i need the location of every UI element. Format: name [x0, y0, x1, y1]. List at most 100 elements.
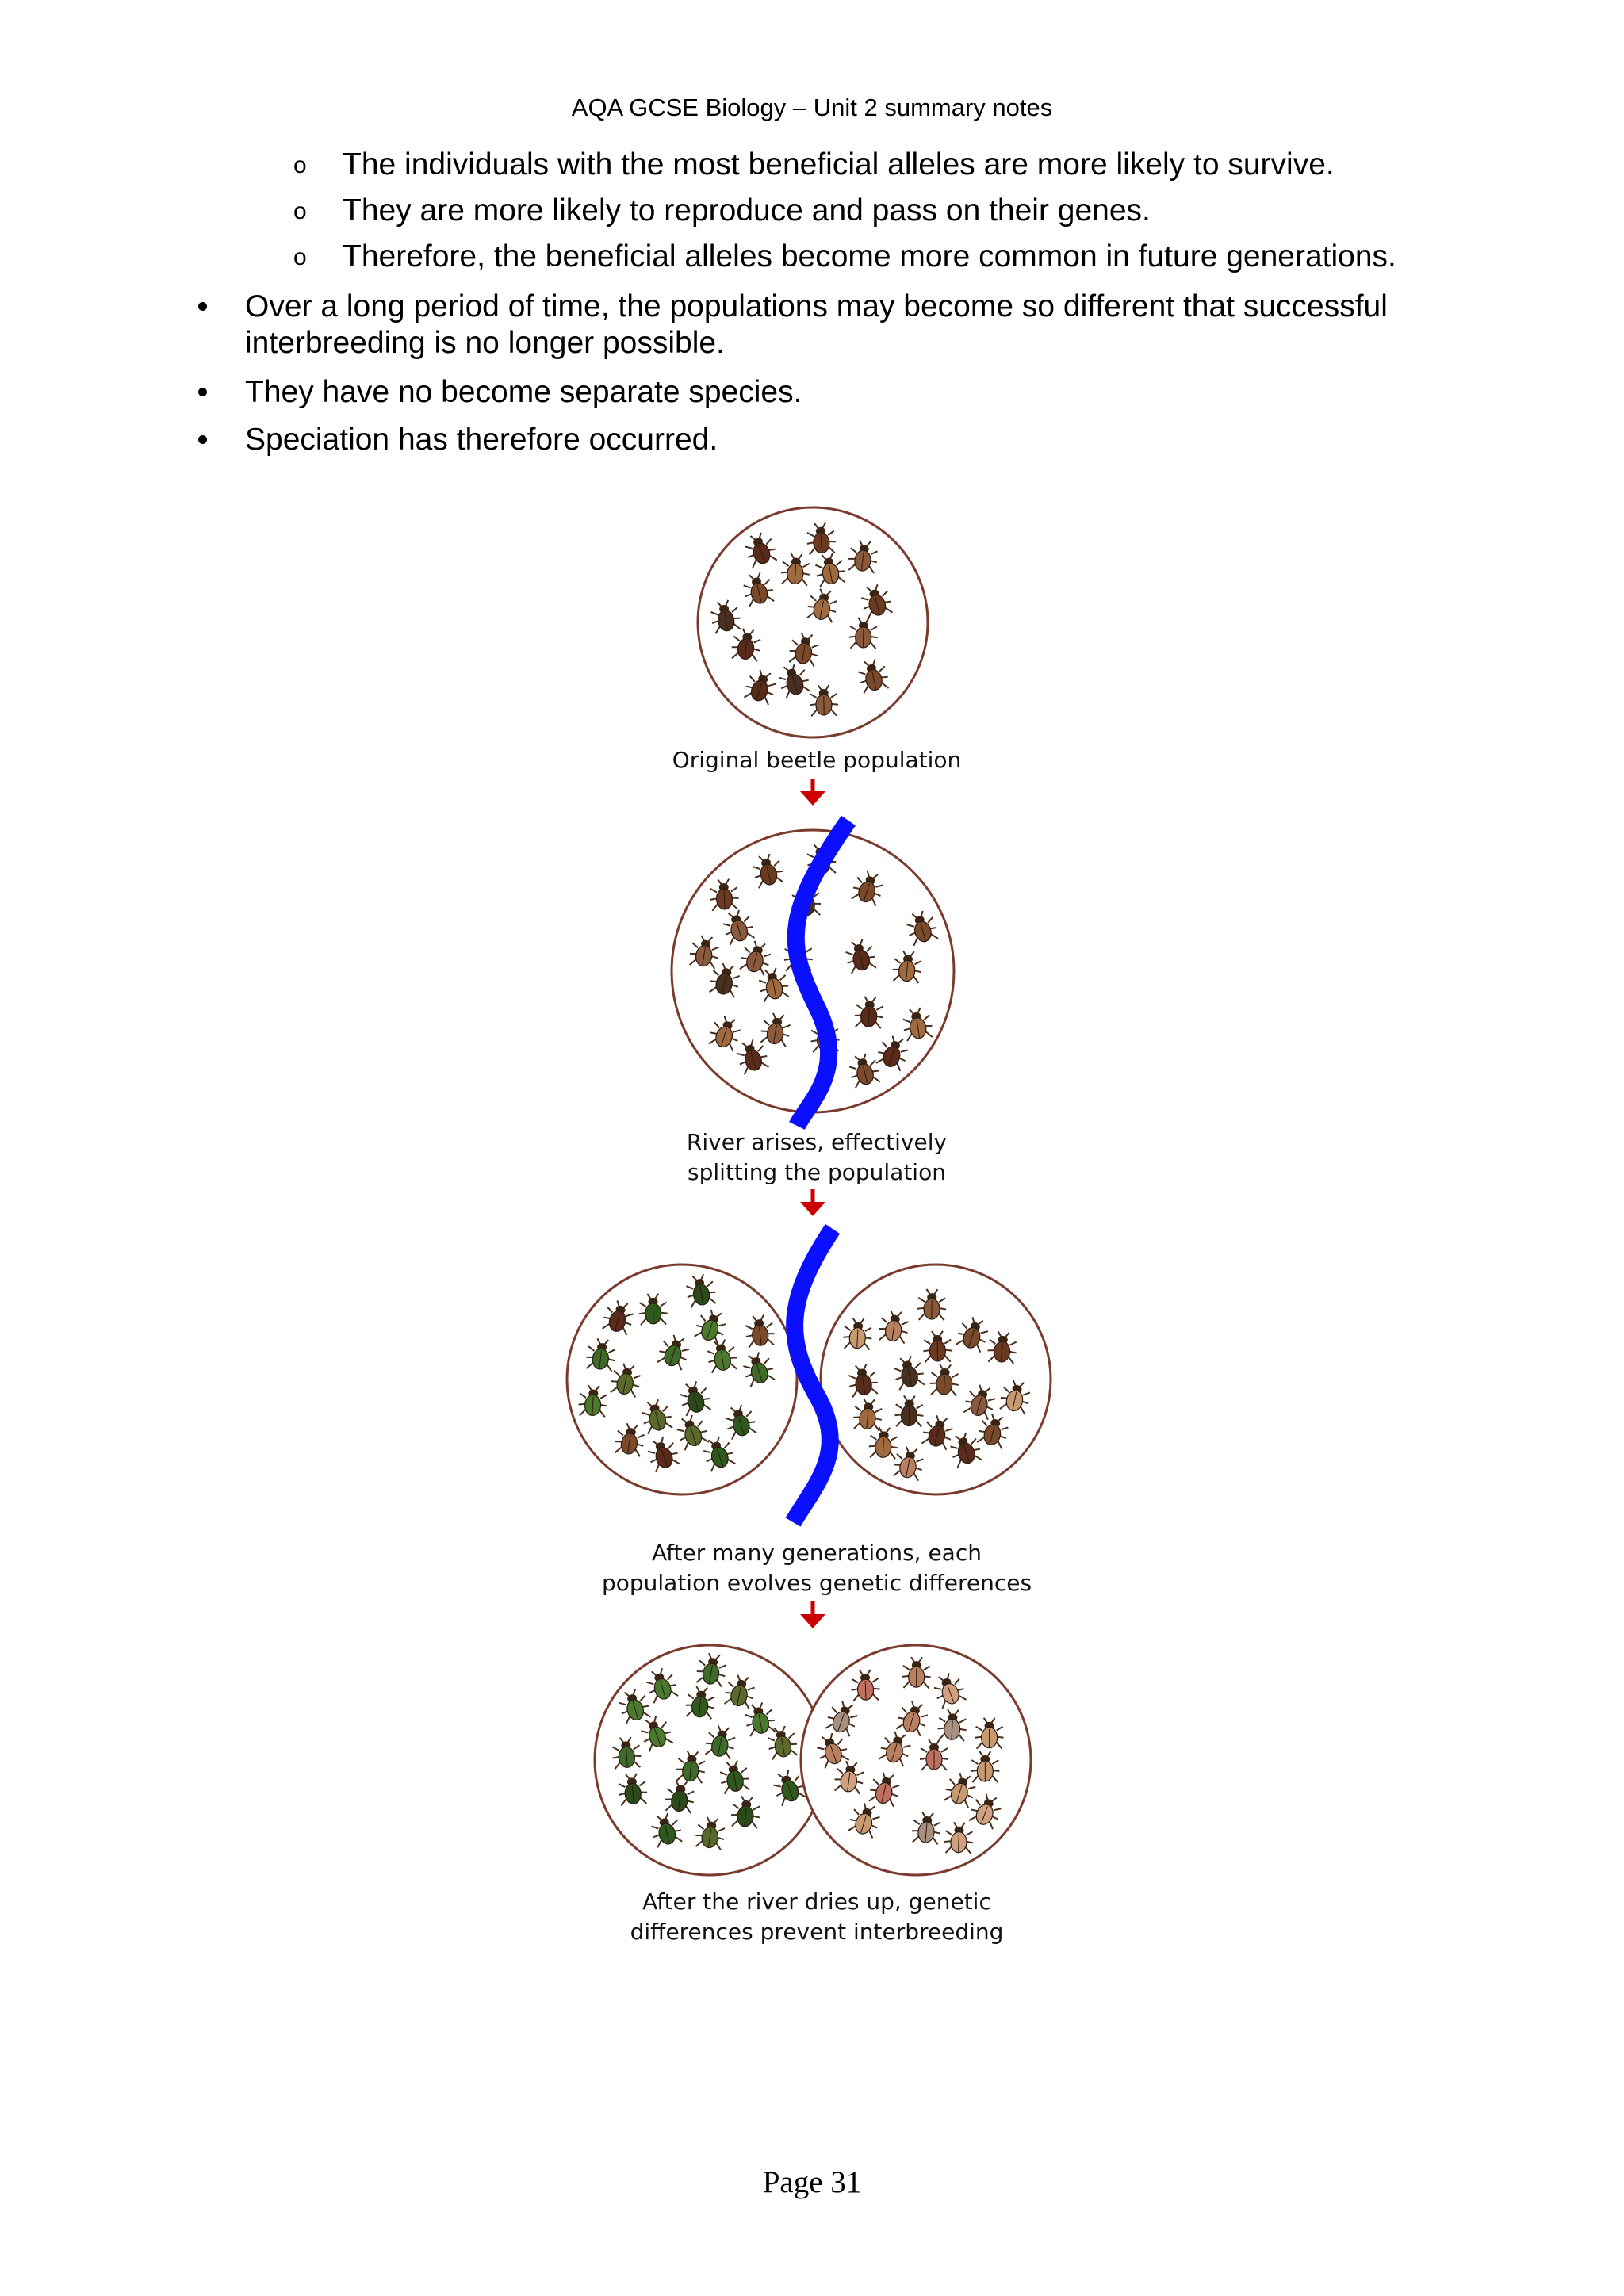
- beetle-icon: [722, 909, 755, 946]
- beetle-icon: [743, 572, 775, 607]
- bullet-dot: [198, 388, 207, 396]
- beetle-icon: [944, 1821, 974, 1854]
- beetle-icon: [760, 1012, 791, 1047]
- beetle-icon: [657, 1334, 690, 1371]
- beetle-icon: [676, 1414, 710, 1451]
- beetle-icon: [963, 1384, 996, 1421]
- beetle-icon: [894, 1395, 924, 1428]
- beetle-icon: [919, 1739, 949, 1771]
- beetle-icon: [778, 663, 811, 699]
- beetle-icon: [911, 1811, 941, 1845]
- sub-bullet-text: The individuals with the most beneficial…: [343, 147, 1335, 182]
- caption-genetic-differences: After many generations, each population …: [547, 1538, 1086, 1598]
- beetle-icon: [685, 1686, 715, 1720]
- down-arrow-icon: [800, 1601, 825, 1628]
- sub-bullet-marker: o: [293, 244, 307, 270]
- beetle-icon: [853, 1398, 883, 1432]
- beetle-icon: [879, 1731, 911, 1767]
- beetle-icon: [745, 532, 778, 568]
- speciation-diagram: Original beetle population River arises,…: [547, 499, 1086, 1958]
- beetle-icon: [731, 628, 761, 662]
- beetle-icon: [848, 1053, 881, 1089]
- beetle-icon: [971, 1751, 1000, 1783]
- beetle-icon: [693, 1309, 727, 1345]
- beetle-icon: [854, 996, 884, 1029]
- beetle-icon: [845, 939, 877, 974]
- beetle-icon: [868, 1772, 900, 1808]
- beetle-icon: [848, 617, 878, 649]
- beetle-icon: [602, 1300, 634, 1336]
- beetle-icon: [851, 1669, 880, 1702]
- caption-river-arises: River arises, effectively splitting the …: [547, 1127, 1086, 1188]
- beetle-icon: [610, 1363, 641, 1398]
- beetle-icon: [868, 1426, 898, 1460]
- beetle-icon: [894, 1355, 925, 1391]
- river-icon: [785, 1223, 841, 1527]
- beetle-icon: [933, 1673, 967, 1709]
- sub-bullet-text: They are more likely to reproduce and pa…: [343, 193, 1151, 228]
- beetle-icon: [723, 1674, 755, 1710]
- beetle-icon: [719, 1760, 750, 1795]
- beetle-icon: [788, 632, 819, 668]
- beetle-icon: [923, 1330, 952, 1363]
- beetle-icon: [578, 1384, 607, 1418]
- beetle-icon: [825, 1701, 858, 1737]
- beetle-icon: [638, 1293, 668, 1326]
- beetle-icon: [987, 1330, 1017, 1364]
- beetle-icon: [725, 1404, 757, 1440]
- page-number: Page 31: [762, 2165, 862, 2199]
- beetle-icon: [976, 1414, 1009, 1449]
- beetle-icon: [745, 1702, 776, 1737]
- beetle-icon: [646, 1668, 679, 1704]
- beetle-icon: [968, 1793, 1002, 1830]
- beetle-icon: [806, 588, 838, 623]
- beetle-icon: [975, 1717, 1004, 1750]
- beetle-icon: [851, 871, 883, 907]
- caption-river-dries: After the river dries up, genetic differ…: [547, 1887, 1086, 1947]
- beetle-icon: [614, 1422, 645, 1457]
- beetle-icon: [814, 553, 846, 587]
- caption-line: River arises, effectively: [686, 1129, 948, 1155]
- beetle-icon: [950, 1432, 982, 1468]
- beetle-icon: [739, 940, 772, 976]
- beetle-icon: [806, 522, 836, 556]
- beetle-icon: [902, 1656, 931, 1689]
- beetle-icon: [999, 1380, 1031, 1415]
- bullet-text: Speciation has therefore occurred.: [245, 423, 718, 457]
- sub-bullet-marker: o: [293, 152, 307, 178]
- beetle-icon: [730, 1795, 760, 1829]
- beetle-icon: [680, 1381, 712, 1417]
- beetle-icon: [895, 1701, 929, 1737]
- beetle-icon: [848, 1364, 879, 1399]
- sub-bullet-marker: o: [293, 198, 307, 224]
- beetle-icon: [586, 1337, 616, 1372]
- caption-original-population: Original beetle population: [547, 745, 1086, 775]
- beetle-icon: [647, 1437, 680, 1473]
- beetle-icon: [704, 1724, 736, 1760]
- beetle-icon: [902, 1007, 933, 1042]
- beetle-icon: [861, 584, 894, 620]
- beetle-icon: [745, 1314, 775, 1349]
- beetle-icon: [651, 1812, 683, 1848]
- beetle-icon: [686, 1273, 717, 1309]
- beetle-icon: [906, 910, 939, 947]
- bullet-text: They have no become separate species.: [245, 375, 802, 409]
- beetle-icon: [618, 1773, 648, 1807]
- beetle-icon: [743, 669, 776, 706]
- beetle-icon: [773, 1770, 806, 1806]
- caption-line: Original beetle population: [672, 747, 962, 773]
- beetle-icon: [767, 1725, 799, 1760]
- page-header: AQA GCSE Biology – Unit 2 summary notes: [571, 94, 1053, 121]
- down-arrow-icon: [800, 1189, 825, 1216]
- beetle-icon: [695, 1652, 727, 1688]
- beetle-icon: [676, 1750, 706, 1784]
- beetle-icon: [710, 599, 741, 634]
- beetle-icon: [875, 1035, 909, 1072]
- beetle-icon: [833, 1760, 864, 1795]
- bullet-dot: [198, 302, 207, 311]
- beetle-icon: [642, 1399, 673, 1435]
- beetle-icon: [743, 1352, 776, 1387]
- bullet-text: Over a long period of time, the populati…: [245, 289, 1388, 360]
- beetle-icon: [707, 1339, 737, 1374]
- caption-line: splitting the population: [688, 1159, 946, 1185]
